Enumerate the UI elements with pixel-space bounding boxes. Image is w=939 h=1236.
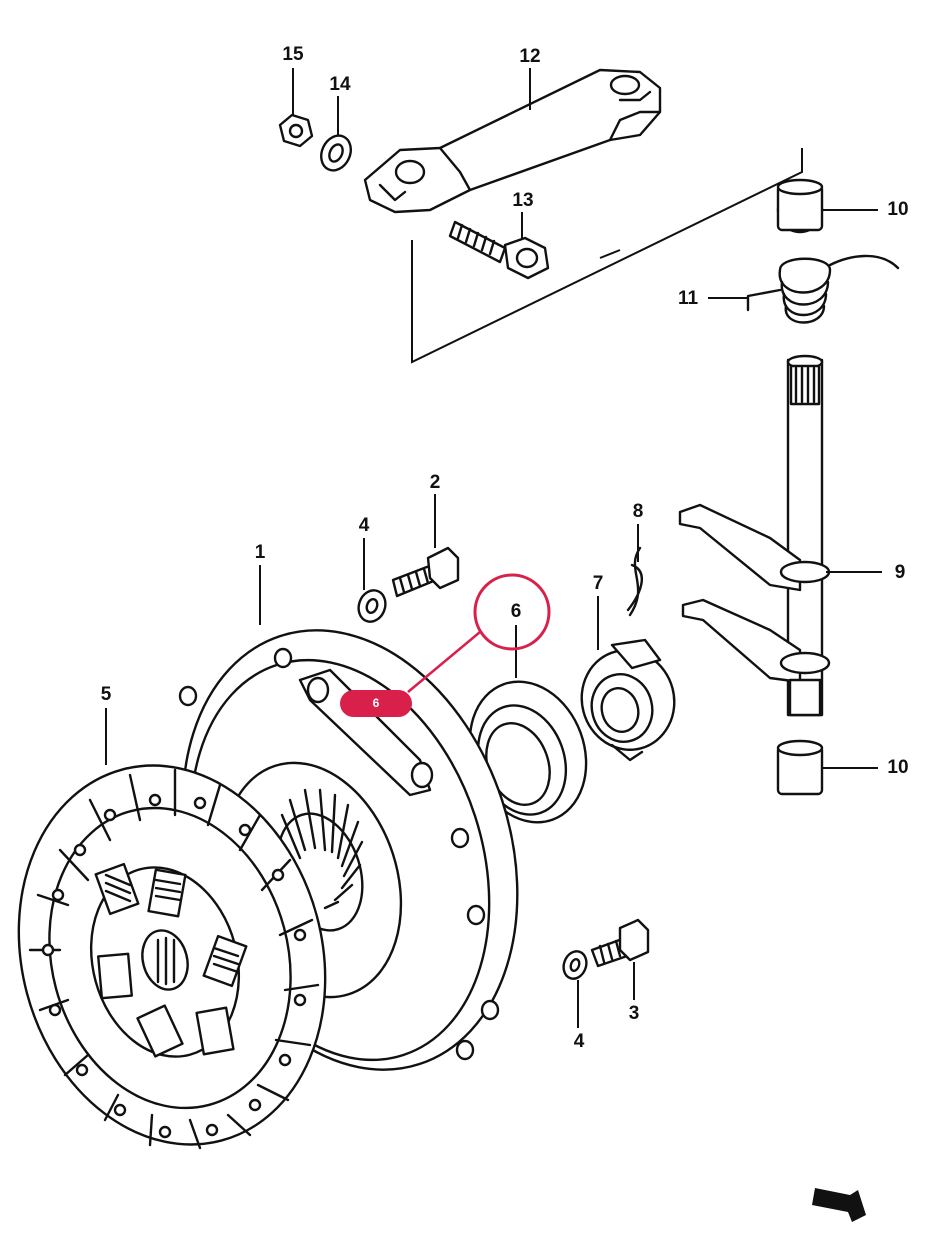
- label-6: 6: [511, 601, 522, 622]
- label-11: 11: [678, 288, 699, 309]
- label-10-upper: 10: [887, 199, 908, 220]
- label-10-lower: 10: [887, 757, 908, 778]
- part-15-nut[interactable]: [278, 113, 314, 148]
- part-7-release-bearing[interactable]: [571, 638, 686, 762]
- part-10-bushing-upper[interactable]: [776, 178, 824, 234]
- badge-background[interactable]: [340, 690, 412, 717]
- part-5-clutch-disc[interactable]: [0, 731, 367, 1180]
- part-6-badge[interactable]: 6: [340, 690, 412, 717]
- label-7: 7: [593, 573, 604, 594]
- part-9-release-shaft-fork[interactable]: [678, 354, 831, 717]
- part-3-bolt[interactable]: [590, 918, 650, 968]
- label-9: 9: [895, 562, 906, 583]
- leader-lines: [105, 68, 882, 1028]
- assembly-bracket: [411, 148, 803, 364]
- label-1: 1: [255, 542, 266, 563]
- badge-label: 6: [373, 696, 380, 710]
- part-labels: 15 14 12 13 10 11 9 10 8 7 6 2 4 1 5 3 4: [101, 44, 909, 1052]
- part-10-bushing-lower[interactable]: [776, 739, 824, 796]
- highlight-circle[interactable]: [473, 573, 551, 651]
- label-4-upper: 4: [359, 515, 370, 536]
- label-13: 13: [512, 190, 533, 211]
- part-8-clip[interactable]: [626, 546, 644, 617]
- label-5: 5: [101, 684, 112, 705]
- part-14-washer[interactable]: [316, 131, 357, 175]
- highlight-part-6[interactable]: [473, 573, 551, 651]
- part-11-return-spring[interactable]: [746, 254, 900, 324]
- part-4-washer-upper[interactable]: [354, 587, 389, 626]
- label-4-lower: 4: [574, 1031, 585, 1052]
- label-15: 15: [282, 44, 304, 65]
- label-2: 2: [430, 472, 441, 493]
- release-arm-assembly: [278, 68, 803, 364]
- part-2-bolt[interactable]: [391, 546, 460, 598]
- label-12: 12: [519, 46, 540, 67]
- front-arrow-icon: [812, 1188, 866, 1222]
- label-8: 8: [633, 501, 644, 522]
- label-3: 3: [629, 1003, 640, 1024]
- part-12-release-arm[interactable]: [363, 68, 662, 214]
- part-13-bolt[interactable]: [448, 220, 550, 280]
- part-4-washer-lower[interactable]: [560, 948, 590, 982]
- label-14: 14: [329, 74, 351, 95]
